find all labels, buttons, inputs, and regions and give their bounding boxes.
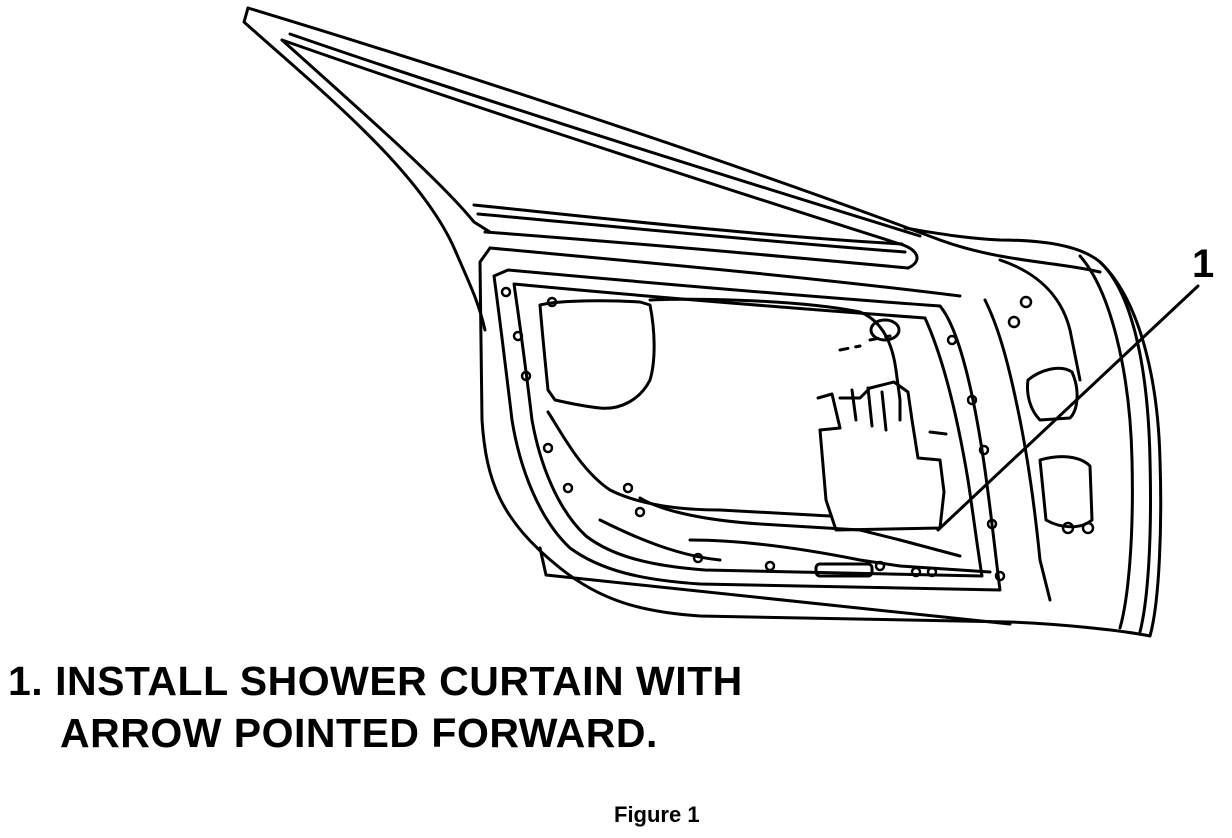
door-outer-edge bbox=[538, 546, 1012, 626]
door-outer-flange-2 bbox=[1078, 254, 1134, 630]
curtain-hole bbox=[869, 318, 901, 342]
window-frame-inner bbox=[280, 38, 919, 270]
shower-curtain-tabs bbox=[850, 386, 888, 432]
inner-panel-frame-2 bbox=[512, 282, 984, 578]
shower-curtain bbox=[816, 380, 946, 532]
belt-line bbox=[472, 203, 904, 246]
door-outer-body bbox=[478, 226, 1163, 638]
curtain-dash bbox=[838, 334, 892, 352]
lower-bracket bbox=[814, 562, 874, 578]
lower-channel-2 bbox=[688, 538, 992, 574]
access-opening-2 bbox=[648, 297, 902, 422]
hinge-bracket-lower bbox=[1038, 455, 1094, 529]
door-outer-flange bbox=[1098, 260, 1152, 634]
caption-line-1: 1. INSTALL SHOWER CURTAIN WITH bbox=[8, 658, 743, 704]
window-frame-outer-left bbox=[242, 6, 487, 332]
hinge-bracket-upper bbox=[1026, 366, 1079, 422]
curtain-arrow-mark bbox=[928, 430, 948, 436]
belt-line-4 bbox=[488, 246, 962, 298]
caption-line-2: ARROW POINTED FORWARD. bbox=[60, 710, 658, 756]
window-frame-outer bbox=[246, 6, 1102, 274]
window-frame-inner-2 bbox=[288, 32, 922, 238]
mounting-holes bbox=[500, 286, 1095, 582]
access-opening-lower bbox=[546, 410, 832, 518]
hinge-panel-2 bbox=[998, 258, 1082, 382]
instruction-caption: 1. INSTALL SHOWER CURTAIN WITH ARROW POI… bbox=[8, 655, 743, 759]
callout-leader-line bbox=[936, 284, 1200, 532]
figure-label: Figure 1 bbox=[614, 802, 700, 827]
callout-number: 1 bbox=[1192, 242, 1215, 286]
belt-line-2 bbox=[476, 212, 907, 254]
inner-panel-frame bbox=[492, 268, 1002, 592]
window-frame-inner-left bbox=[280, 38, 492, 234]
access-opening bbox=[538, 299, 656, 410]
hinge-panel bbox=[983, 298, 1052, 602]
belt-line-3 bbox=[483, 230, 910, 270]
lower-channel bbox=[638, 496, 962, 558]
lower-channel-3 bbox=[598, 518, 722, 562]
